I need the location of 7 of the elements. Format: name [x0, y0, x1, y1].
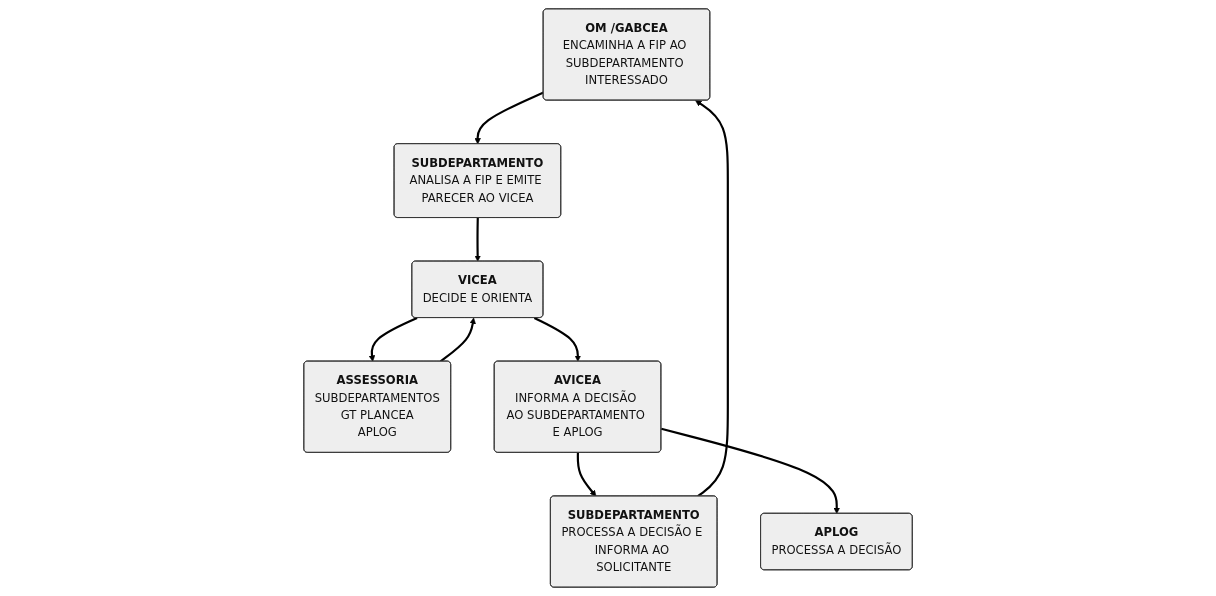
arrow	[474, 91, 544, 145]
arrow	[439, 317, 476, 363]
arrow	[533, 316, 581, 362]
arrow	[368, 316, 418, 362]
arrow	[474, 217, 481, 262]
arrow	[576, 452, 597, 497]
arrow	[660, 427, 840, 514]
